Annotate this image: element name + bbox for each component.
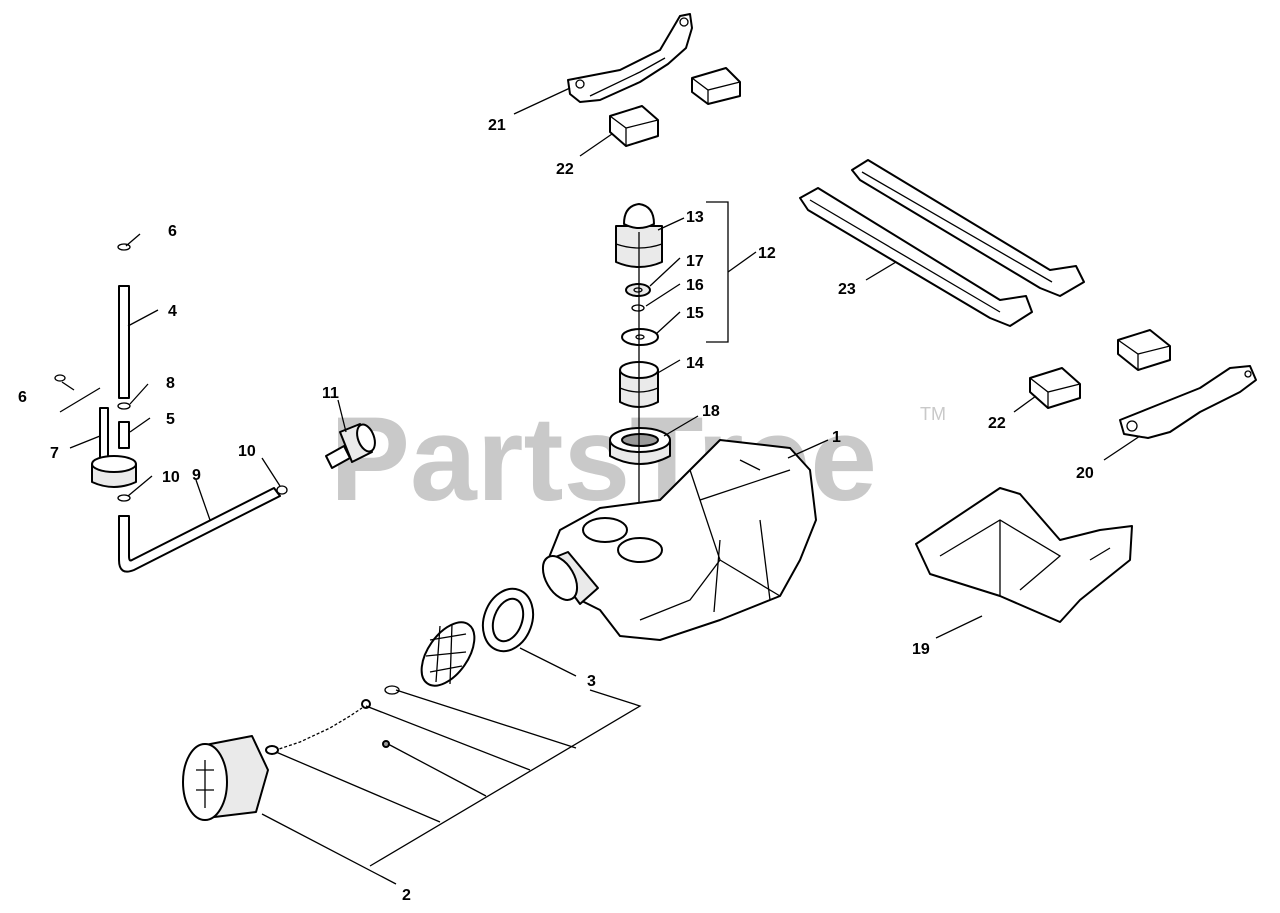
callout-11: 11 bbox=[322, 385, 339, 402]
callout-10-mid: 10 bbox=[238, 443, 256, 460]
part-11-filter bbox=[325, 423, 376, 469]
callout-4: 4 bbox=[168, 303, 177, 320]
callout-6-top: 6 bbox=[168, 223, 177, 240]
part-22-block-top-a bbox=[691, 67, 741, 105]
part-4-tube bbox=[118, 285, 130, 399]
callout-19: 19 bbox=[912, 641, 930, 658]
part-8-ring bbox=[117, 402, 131, 410]
part-13-vent-cap bbox=[615, 203, 663, 268]
part-16-ring bbox=[631, 304, 645, 312]
part-22-block-top-b bbox=[609, 105, 659, 147]
part-ring-small bbox=[384, 685, 400, 695]
part-3-gasket bbox=[481, 587, 535, 653]
callout-21: 21 bbox=[488, 117, 506, 134]
part-filter-screen bbox=[420, 621, 476, 687]
part-6-ring-left bbox=[54, 374, 66, 382]
callout-2: 2 bbox=[402, 887, 411, 904]
part-9-fuel-line bbox=[118, 487, 281, 573]
callout-18: 18 bbox=[702, 403, 720, 420]
callout-7: 7 bbox=[50, 445, 59, 462]
callout-22-top: 22 bbox=[556, 161, 574, 178]
callout-22-right: 22 bbox=[988, 415, 1006, 432]
part-2-fuel-cap bbox=[182, 735, 279, 821]
part-chain bbox=[269, 707, 363, 753]
callout-12: 12 bbox=[758, 245, 776, 262]
callout-6-left: 6 bbox=[18, 389, 27, 406]
callout-3: 3 bbox=[587, 673, 596, 690]
part-6-ring-top bbox=[117, 243, 131, 251]
callout-1: 1 bbox=[832, 429, 841, 446]
leader-lines bbox=[59, 87, 1141, 885]
part-23-strap-a bbox=[799, 187, 1033, 327]
part-22-block-right-a bbox=[1117, 329, 1171, 371]
part-18-grommet bbox=[609, 427, 671, 465]
part-5-fitting bbox=[118, 421, 130, 449]
callout-5: 5 bbox=[166, 411, 175, 428]
callout-15: 15 bbox=[686, 305, 704, 322]
part-20-bracket bbox=[1119, 365, 1257, 439]
part-21-bracket bbox=[567, 13, 693, 103]
part-23-strap-b bbox=[851, 159, 1085, 297]
part-19-guard bbox=[915, 487, 1133, 623]
callout-9: 9 bbox=[192, 467, 201, 484]
callout-17: 17 bbox=[686, 253, 704, 270]
callout-13: 13 bbox=[686, 209, 704, 226]
callout-16: 16 bbox=[686, 277, 704, 294]
part-1-fuel-tank bbox=[541, 439, 817, 641]
callout-20: 20 bbox=[1076, 465, 1094, 482]
part-15-washer bbox=[621, 328, 659, 346]
callout-8: 8 bbox=[166, 375, 175, 392]
part-10-ring-mid bbox=[276, 485, 288, 495]
callout-10-left: 10 bbox=[162, 469, 180, 486]
watermark-trademark: TM bbox=[920, 404, 946, 424]
callout-labels: 1 2 3 4 5 6 6 7 8 9 10 10 11 12 13 14 15… bbox=[18, 117, 1094, 904]
callout-23: 23 bbox=[838, 281, 856, 298]
part-17-washer bbox=[625, 283, 651, 297]
part-retainer bbox=[361, 699, 371, 709]
part-10-ring-left bbox=[117, 494, 131, 502]
part-22-block-right-b bbox=[1029, 367, 1081, 409]
part-7-grommet bbox=[91, 407, 137, 488]
callout-14: 14 bbox=[686, 355, 704, 372]
